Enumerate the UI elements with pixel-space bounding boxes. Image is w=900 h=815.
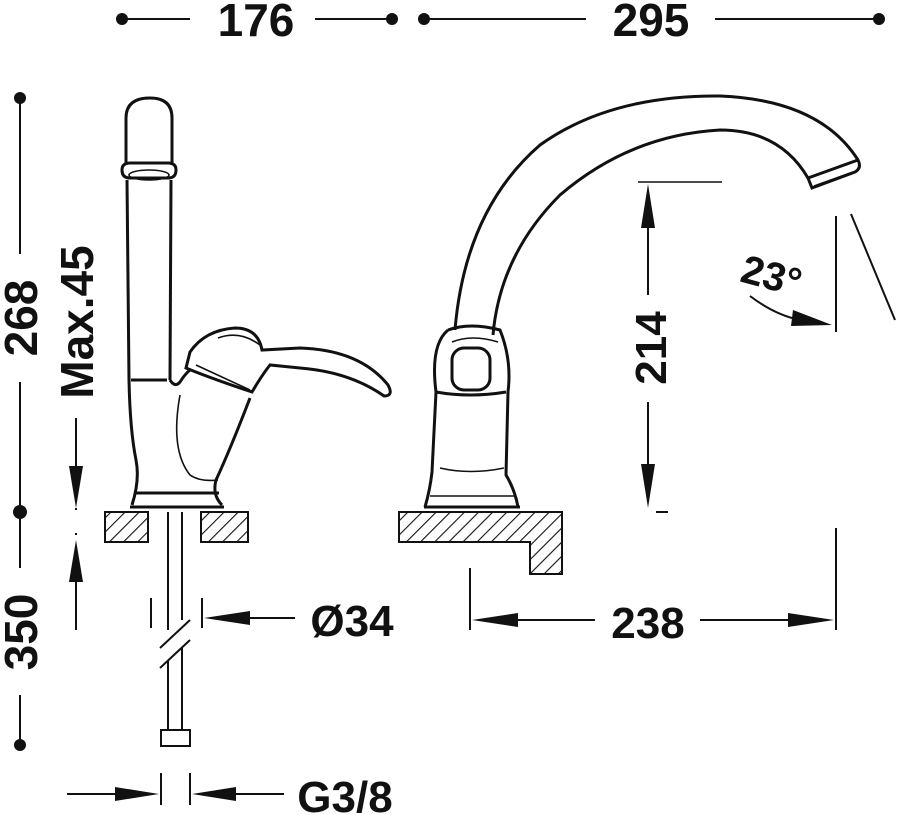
supply-hose [159,512,191,747]
dim-label-max45: Max.45 [51,245,103,398]
dim-label-350: 350 [0,594,47,671]
dimension-max45: Max.45 [51,245,103,630]
dimension-268: 268 [0,92,47,519]
dimension-295: 295 [418,0,885,46]
dimension-350: 350 [0,512,47,751]
dim-label-295: 295 [613,0,690,46]
dim-label-diameter: Ø34 [310,597,394,646]
dim-label-214: 214 [627,311,676,385]
dim-label-thread: G3/8 [297,773,392,815]
right-deck-section [398,511,563,575]
dimension-238: 238 [469,528,837,648]
left-faucet-side-view [120,96,392,509]
left-deck-section [104,511,249,543]
dim-label-268: 268 [0,280,47,357]
dim-label-238: 238 [611,599,684,648]
dimension-176: 176 [116,0,398,46]
dimension-g38: G3/8 [67,773,393,815]
right-faucet-front-view [423,94,861,509]
dimension-diameter-34: Ø34 [150,597,394,646]
dim-label-23deg: 23° [736,247,806,305]
dimension-214: 214 [627,181,722,513]
dim-label-176: 176 [218,0,295,46]
dimension-swivel-angle: 23° [736,213,896,332]
